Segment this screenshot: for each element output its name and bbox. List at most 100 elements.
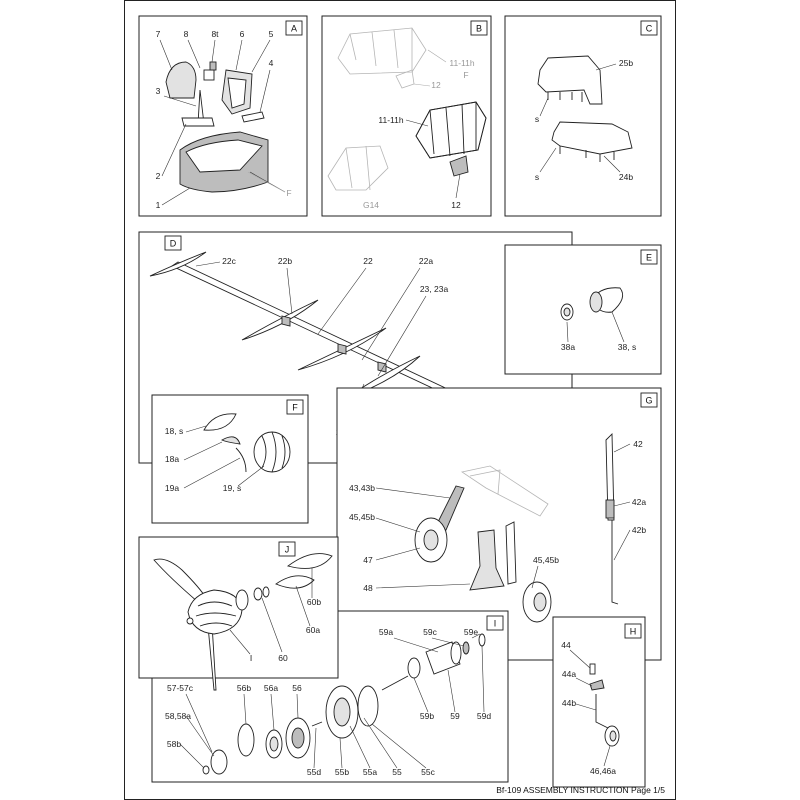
panel-j-tag: J [285, 545, 290, 555]
label-j-60a: 60a [306, 625, 320, 635]
panel-j-tag-box [278, 541, 296, 557]
label-f-19a: 19a [165, 483, 179, 493]
small-ring-60 [253, 587, 263, 601]
canopy-part12 [449, 155, 469, 177]
label-i-59c: 59c [423, 627, 437, 637]
footer-text: Bf-109 ASSEMBLY INSTRUCTION Page 1/5 [496, 785, 665, 795]
cockpit-tub-floor [185, 139, 263, 173]
label-i-58b: 58b [167, 739, 181, 749]
cover-24b-tabs [559, 146, 615, 162]
label-j-i: I [250, 653, 252, 663]
label-a-1: 1 [156, 200, 161, 210]
label-d-23-23a: 23, 23a [420, 284, 449, 294]
label-i-55: 55 [392, 767, 402, 777]
leaders-h [569, 649, 611, 767]
label-g-42b: 42b [632, 525, 646, 535]
leaders-i [179, 633, 485, 769]
leaders-f [183, 425, 265, 489]
small-part-8t [209, 61, 217, 71]
back-plate-60 [235, 589, 249, 611]
gear-leg-47 [505, 521, 517, 585]
label-a-3: 3 [156, 86, 161, 96]
label-e-38a: 38a [561, 342, 575, 352]
tail-strut-44b [595, 694, 609, 729]
cover-25b-tabs [547, 92, 583, 102]
panel-h-tag-box [624, 623, 642, 639]
canopy-ghost [337, 27, 427, 75]
blade-22 [297, 327, 387, 371]
small-part-4 [241, 111, 265, 123]
leaders-b [405, 119, 461, 199]
disc-59c [462, 641, 470, 655]
seat-frame [227, 77, 247, 109]
disc-56b [237, 723, 255, 757]
label-i-57-57c: 57-57c [167, 683, 194, 693]
blade-22c [149, 251, 207, 277]
windscreen-g14 [327, 145, 389, 191]
tyre-19-treads [261, 431, 286, 473]
label-c-s2: s [535, 172, 539, 182]
strut-42a [605, 499, 615, 519]
panel-d-tag-box [164, 235, 182, 251]
tail-part-44 [589, 663, 596, 675]
leaders-e [566, 311, 625, 343]
collar-38a-inner [563, 307, 571, 317]
panel-f: F 18, s 18a 19a 19, s [151, 394, 309, 524]
canopy-frame-bars [415, 101, 487, 159]
panel-c-frame [504, 15, 662, 217]
label-i-59a: 59a [379, 627, 393, 637]
label-i-55a: 55a [363, 767, 377, 777]
cover-18a [221, 436, 241, 445]
housing-55-inner [333, 697, 351, 727]
panel-f-tag-box [286, 399, 304, 415]
label-g-47: 47 [363, 555, 373, 565]
label-i-55b: 55b [335, 767, 349, 777]
label-d-22b: 22b [278, 256, 292, 266]
panel-j: J 60b 60a 60 I [138, 536, 339, 691]
panel-b: B 11-11h F 12 11-11h G14 12 [321, 15, 492, 217]
panel-c-tag-box [640, 20, 658, 36]
rudder-pedals [181, 117, 215, 127]
label-b-g14: G14 [363, 200, 379, 210]
label-f-19-s: 19, s [223, 483, 241, 493]
blade-22b [241, 299, 319, 341]
wheel-45-front-hub [423, 529, 439, 551]
rod-42b [611, 520, 619, 605]
label-h-44a: 44a [562, 669, 576, 679]
wheel-45-side-hub [533, 592, 547, 612]
label-a-f: F [286, 188, 291, 198]
wing-ghost [460, 465, 549, 517]
pin-55d [311, 721, 323, 727]
panel-c-tag: C [646, 24, 653, 34]
label-e-38-s: 38, s [618, 342, 636, 352]
spinner-rings [195, 601, 237, 627]
spinner-tip [186, 617, 194, 625]
leaders-c [539, 63, 621, 173]
label-a-8t: 8t [211, 29, 219, 39]
panel-a-tag-box [285, 20, 303, 36]
label-i-59: 59 [450, 711, 460, 721]
cover-60a [275, 575, 315, 589]
leaders-b-ghost [413, 49, 447, 87]
panel-i-tag: I [494, 619, 497, 629]
label-i-59b: 59b [420, 711, 434, 721]
panel-i-tag-box [486, 615, 504, 631]
panel-b-tag-box [470, 20, 488, 36]
label-b-f: F [463, 70, 468, 80]
panel-h-frame [552, 616, 646, 788]
leaders-a [159, 39, 286, 206]
gear-door-48 [469, 529, 505, 591]
label-i-59d: 59d [477, 711, 491, 721]
label-a-4: 4 [269, 58, 274, 68]
label-b-11-11h-ghost: 11-11h [449, 58, 474, 68]
cover-24b [551, 121, 633, 155]
bar-blocks [281, 315, 387, 373]
label-c-25b: 25b [619, 58, 633, 68]
label-a-8: 8 [184, 29, 189, 39]
cone-56-inner [291, 727, 305, 749]
label-g-45-45b-2: 45,45b [533, 555, 559, 565]
label-c-24b: 24b [619, 172, 633, 182]
panel-h-tag: H [630, 627, 637, 637]
tail-wheel-46-hub [609, 730, 617, 742]
